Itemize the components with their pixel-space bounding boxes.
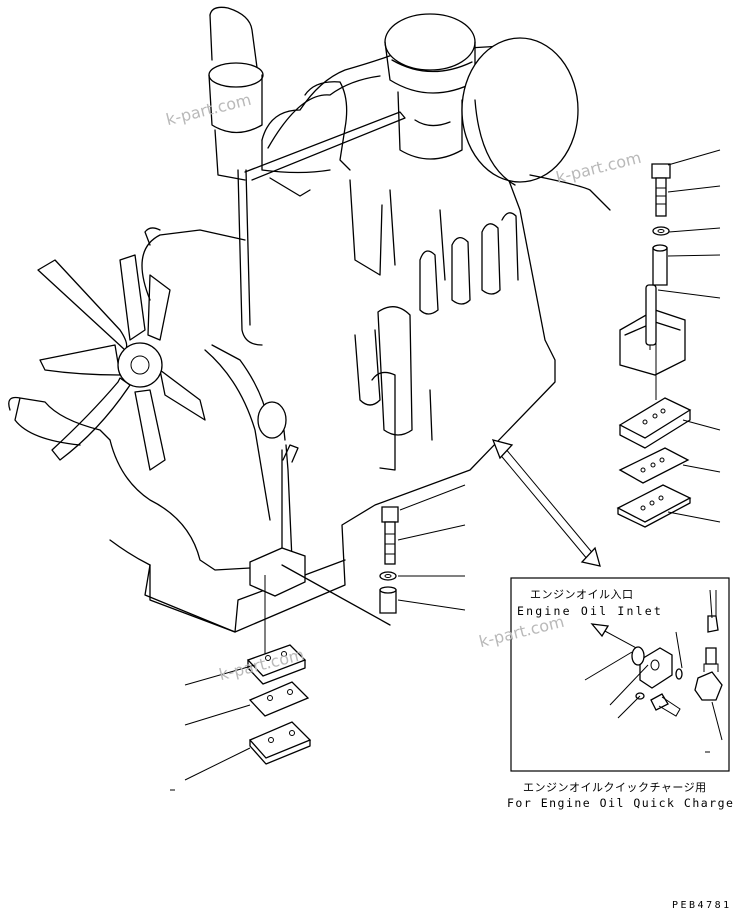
detail-reference-arrow: [491, 439, 601, 567]
stud-bolt: [645, 284, 657, 346]
elbow-fitting: [694, 671, 723, 701]
inlet-label-jp: エンジンオイル入口: [530, 588, 634, 601]
o-ring: [631, 646, 645, 666]
right-engine-mount: [616, 149, 721, 528]
front-washer: [379, 571, 397, 581]
front-engine-mount: [170, 484, 466, 791]
bolt: [651, 163, 671, 179]
front-shim-plate-b: [248, 721, 312, 759]
engine-assembly: [8, 6, 611, 633]
detail-inset: [510, 577, 730, 772]
inlet-fitting: [639, 647, 673, 689]
shim-plate-a: [618, 447, 690, 484]
inlet-label-en: Engine Oil Inlet: [517, 604, 663, 618]
front-shim-plate-a: [248, 681, 310, 717]
caption-jp: エンジンオイルクイックチャージ用: [523, 781, 707, 794]
front-bolt: [381, 506, 399, 523]
spacer-collar: [652, 247, 668, 286]
washer: [652, 226, 670, 236]
drawing-number: PEB4781: [672, 900, 732, 911]
caption-en: For Engine Oil Quick Charge: [507, 796, 735, 810]
